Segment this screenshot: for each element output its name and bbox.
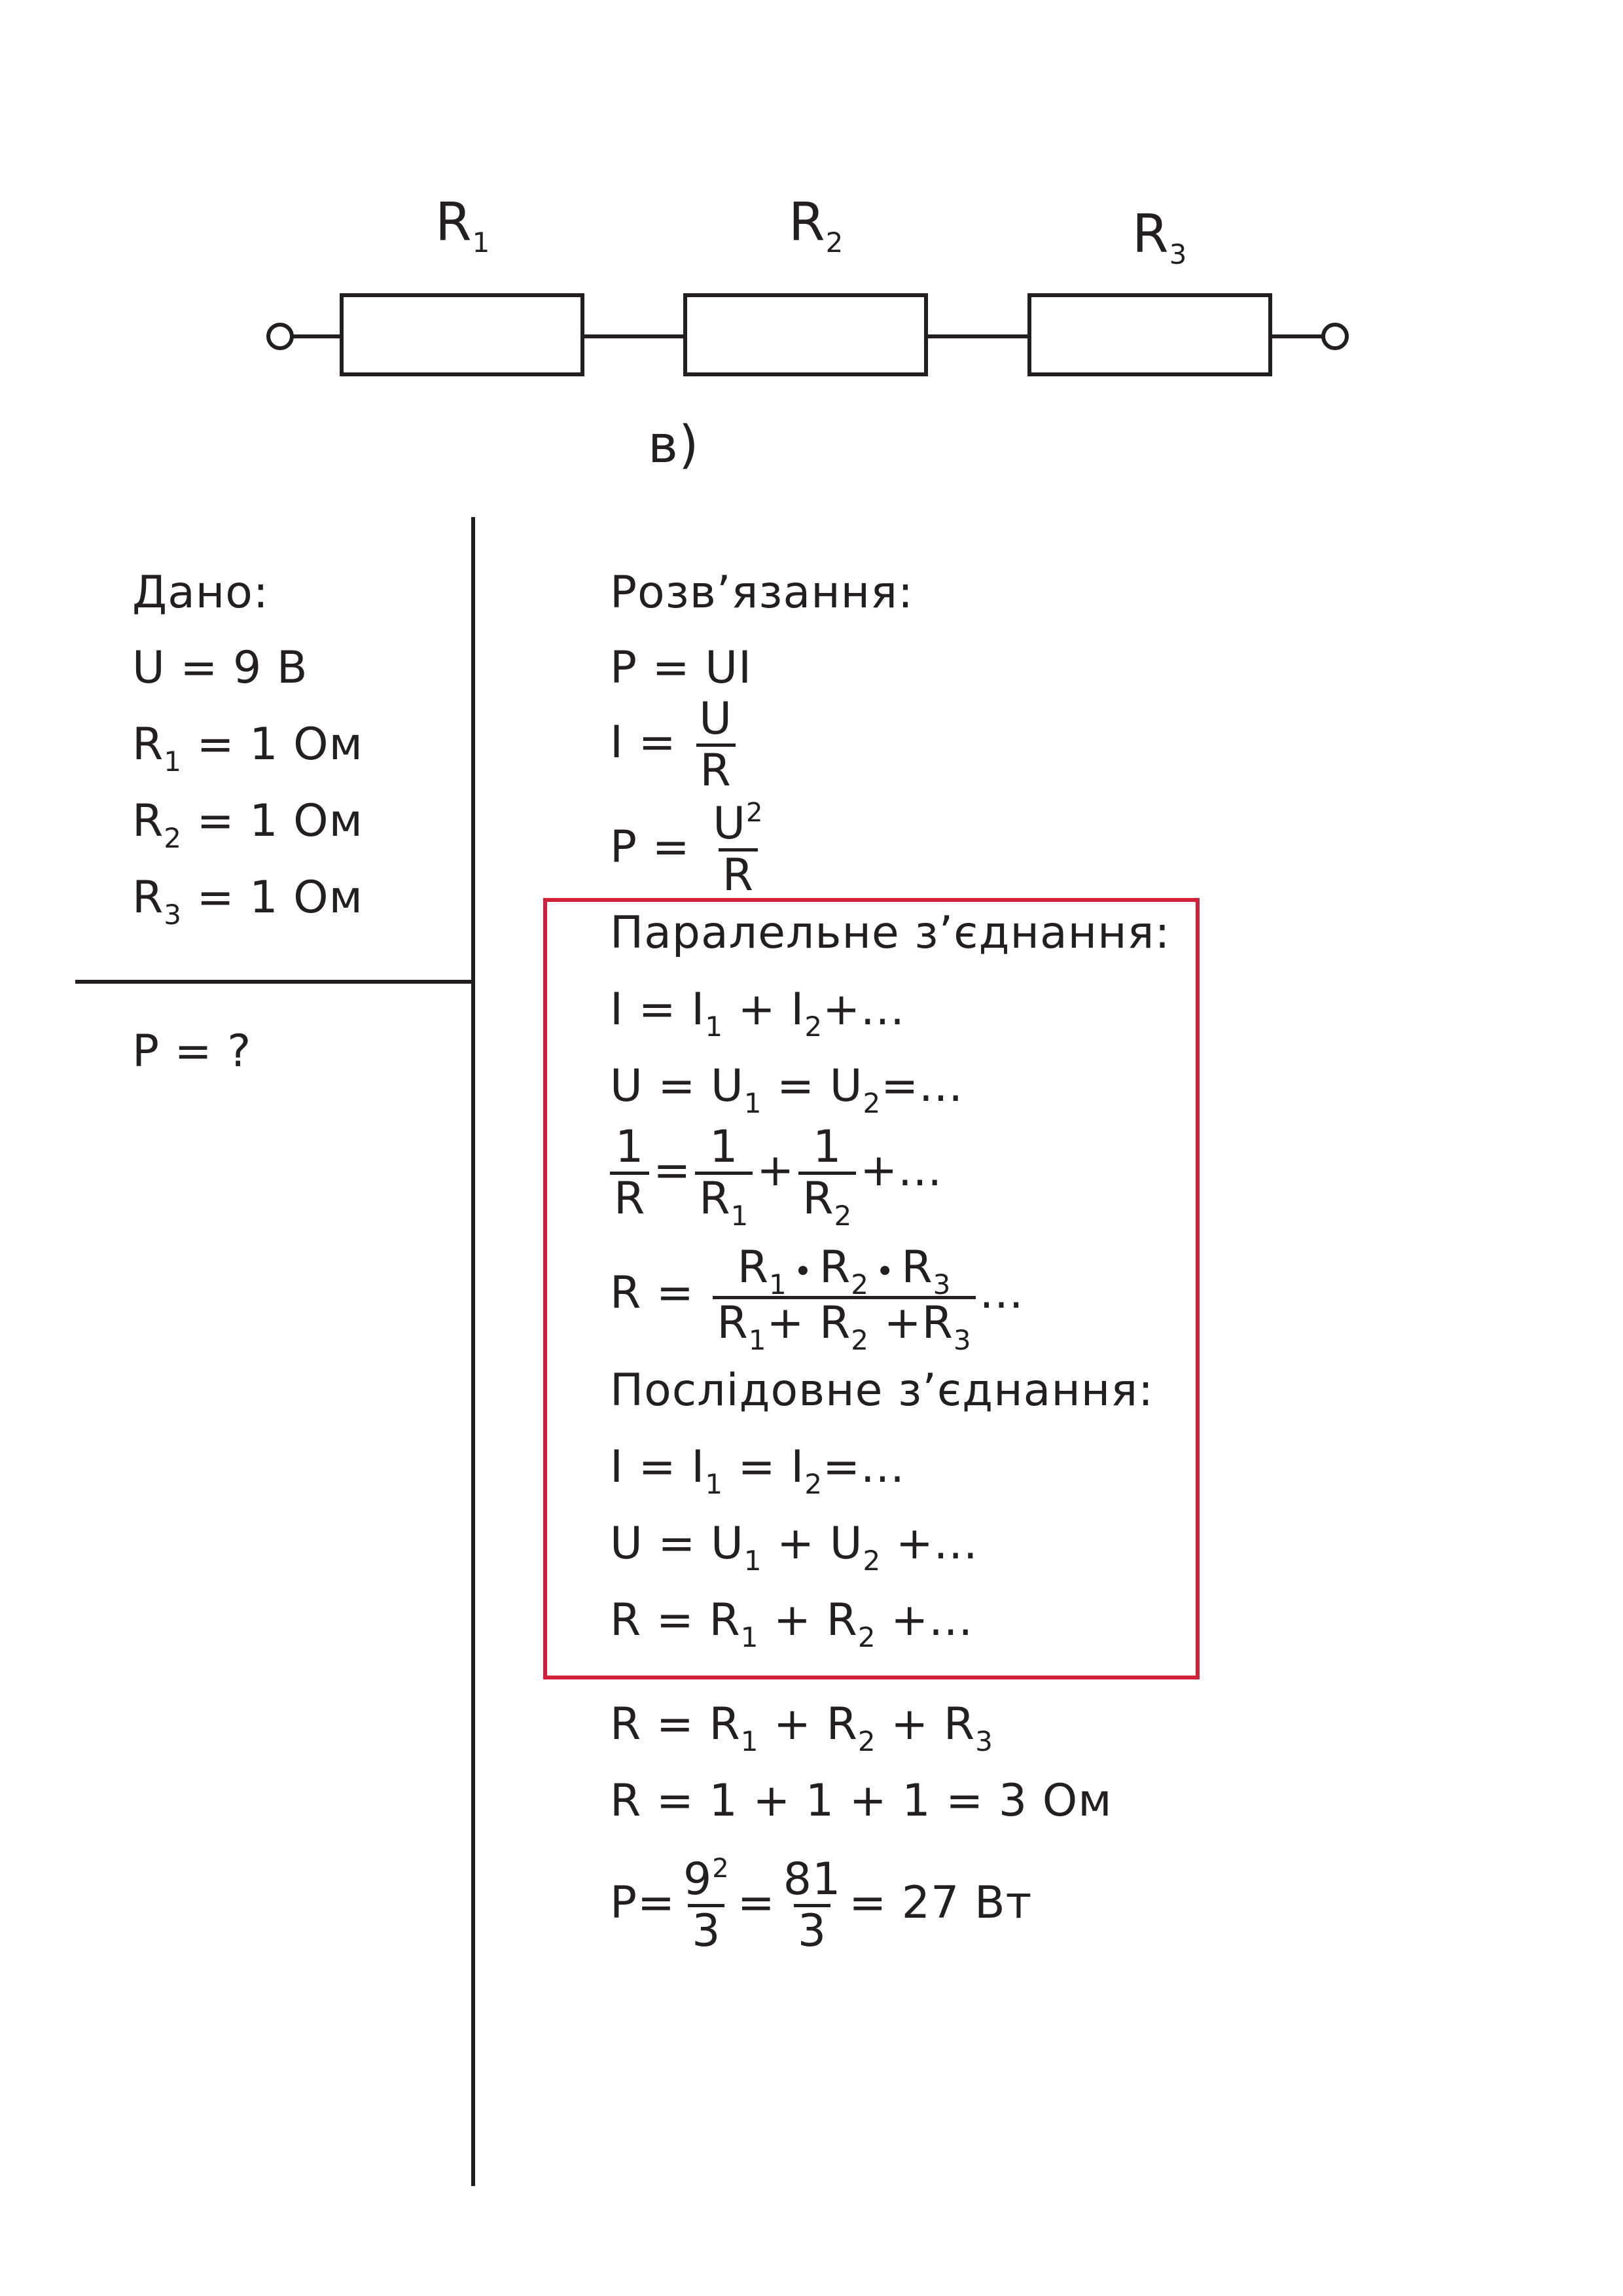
series-circuit-diagram <box>266 293 1349 376</box>
given-item-r1: R1 = 1 Ом <box>132 719 363 778</box>
resistor-label-r2: R2 <box>789 192 844 259</box>
given-title: Дано: <box>132 567 269 619</box>
resistor-r2 <box>683 293 928 376</box>
given-item-r3: R3 = 1 Ом <box>132 872 363 931</box>
series-title: Послідовне з’єднання: <box>610 1365 1154 1416</box>
series-voltage: U = U1 + U2 +... <box>610 1518 978 1577</box>
parallel-current: I = I1 + I2+... <box>610 984 905 1043</box>
given-item-voltage: U = 9 В <box>132 642 308 694</box>
solution-title: Розв’язання: <box>610 567 914 619</box>
calc-total-resistance: R = R1 + R2 + R3 <box>610 1698 993 1757</box>
parallel-voltage: U = U1 = U2=... <box>610 1060 964 1119</box>
series-current: I = I1 = I2=... <box>610 1441 905 1500</box>
parallel-title: Паралельне з’єднання: <box>610 907 1171 959</box>
terminal-left <box>266 323 294 350</box>
calc-resistance-value: R = 1 + 1 + 1 = 3 Ом <box>610 1775 1113 1827</box>
resistor-label-r1: R1 <box>435 192 491 259</box>
resistor-r3 <box>1027 293 1272 376</box>
given-item-r2: R2 = 1 Ом <box>132 795 363 854</box>
formula-p-ui: P = UI <box>610 642 753 694</box>
find-quantity: P = ? <box>132 1026 252 1077</box>
resistor-label-r3: R3 <box>1132 204 1188 270</box>
vertical-divider <box>471 517 475 2186</box>
horizontal-divider <box>75 980 475 984</box>
series-resistance: R = R1 + R2 +... <box>610 1594 974 1653</box>
circuit-caption: в) <box>648 416 700 475</box>
resistor-r1 <box>340 293 584 376</box>
terminal-right <box>1321 323 1349 350</box>
connections-reference-box <box>543 898 1200 1679</box>
